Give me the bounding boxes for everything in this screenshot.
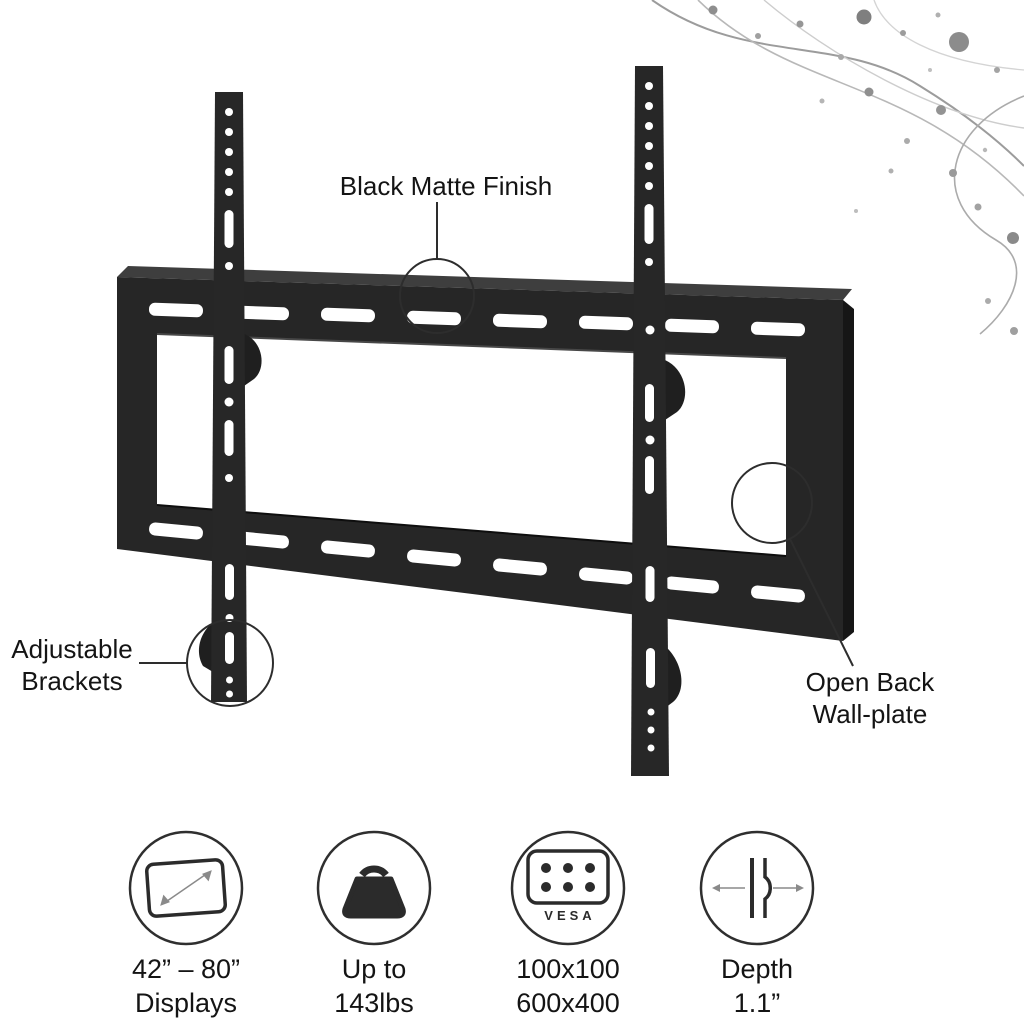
right-bracket bbox=[631, 66, 686, 776]
right-bracket-holes bbox=[644, 82, 655, 752]
vesa-icon-label: VESA bbox=[544, 908, 596, 923]
decorative-dots bbox=[708, 5, 1019, 335]
decorative-swirls bbox=[651, 0, 1024, 335]
feature-circle-depth bbox=[699, 830, 815, 946]
feature-label-weight: Up to 143lbs bbox=[284, 952, 464, 1020]
callout-circle-finish bbox=[399, 258, 475, 334]
display-size-icon bbox=[145, 858, 227, 918]
callout-wallplate-line2: Wall-plate bbox=[812, 699, 928, 729]
callout-circle-wallplate bbox=[731, 462, 813, 544]
left-bracket bbox=[198, 92, 262, 702]
feature-vesa-line2: 600x400 bbox=[516, 988, 620, 1018]
left-bracket-holes bbox=[224, 108, 234, 698]
feature-label-depth: Depth 1.1” bbox=[667, 952, 847, 1020]
callout-brackets-line1: Adjustable bbox=[11, 634, 133, 664]
vesa-pattern-icon bbox=[526, 849, 610, 905]
callout-wallplate-line1: Open Back bbox=[805, 667, 935, 697]
feature-label-display: 42” – 80” Displays bbox=[96, 952, 276, 1020]
depth-icon bbox=[712, 858, 804, 918]
feature-weight-line1: Up to bbox=[341, 954, 407, 984]
callout-circle-brackets bbox=[186, 619, 274, 707]
callout-brackets-line2: Brackets bbox=[21, 666, 123, 696]
feature-depth-line1: Depth bbox=[720, 954, 794, 984]
feature-display-line2: Displays bbox=[134, 988, 238, 1018]
feature-circle-vesa bbox=[510, 830, 626, 946]
callout-finish-label: Black Matte Finish bbox=[339, 171, 553, 201]
feature-vesa-line1: 100x100 bbox=[516, 954, 620, 984]
feature-label-vesa: 100x100 600x400 bbox=[478, 952, 658, 1020]
tv-mount-illustration bbox=[117, 66, 854, 776]
wall-plate-bottom-slots bbox=[149, 522, 805, 603]
wall-plate-top-slots bbox=[148, 302, 806, 337]
feature-circle-display bbox=[128, 830, 244, 946]
callout-wallplate-label: Open Back Wall-plate bbox=[788, 666, 952, 730]
feature-display-line1: 42” – 80” bbox=[131, 954, 241, 984]
callout-line-wallplate bbox=[789, 538, 854, 667]
callout-brackets-label: Adjustable Brackets bbox=[8, 633, 136, 697]
feature-depth-line2: 1.1” bbox=[733, 988, 781, 1018]
callout-marks bbox=[139, 202, 854, 707]
feature-icons bbox=[128, 830, 815, 946]
feature-weight-line2: 143lbs bbox=[334, 988, 414, 1018]
weight-icon bbox=[342, 865, 406, 919]
feature-circle-weight bbox=[316, 830, 432, 946]
